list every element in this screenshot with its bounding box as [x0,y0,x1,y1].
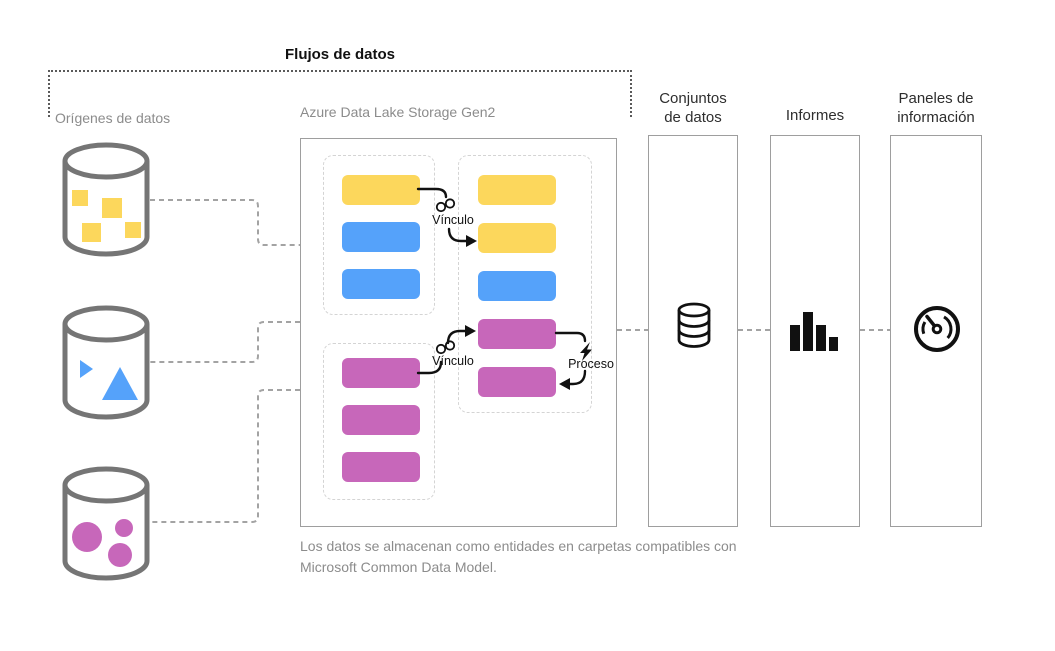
connector-yellow-source [150,199,300,246]
link-label-2: Vínculo [432,354,474,368]
reports-label: Informes [785,107,845,124]
connector-blue-source [150,321,300,363]
process-label: Proceso [568,357,614,371]
datasets-box [648,135,738,527]
yellow-square [72,190,88,206]
entity-pink [342,452,420,482]
connector-pink-source [150,389,300,523]
entity-yellow [478,175,556,205]
entity-blue [342,222,420,252]
dataflow-group-bottom-left [323,343,435,500]
dataflow-group-top-left [323,155,435,315]
entity-blue [342,269,420,299]
entity-pink [342,358,420,388]
yellow-square [82,223,101,242]
entity-yellow [342,175,420,205]
gauge-icon [914,306,960,352]
storage-label: Azure Data Lake Storage Gen2 [300,104,496,120]
dataflow-group-right [458,155,592,413]
blue-triangle [102,367,138,400]
dashboards-box [890,135,982,527]
dataflows-title: Flujos de datos [284,46,395,63]
source-cylinder-blue-triangles [62,305,150,420]
datasets-label: Conjuntos de datos [659,90,727,126]
source-cylinder-pink-circles [62,466,150,581]
link-label-1: Vínculo [432,213,474,227]
pink-circle [115,519,133,537]
bar-chart-icon [790,312,838,351]
source-cylinder-yellow-squares [62,142,150,257]
entity-pink [478,367,556,397]
dashboards-label: Paneles de información [897,90,975,126]
entity-pink [478,319,556,349]
reports-box [770,135,860,527]
database-icon [677,302,711,348]
sources-label: Orígenes de datos [55,110,171,126]
entity-yellow [478,223,556,253]
pink-circle [72,522,102,552]
entity-pink [342,405,420,435]
storage-caption: Los datos se almacenan como entidades en… [300,538,737,575]
dataflows-bracket [48,70,632,117]
yellow-square [125,222,141,238]
yellow-square [102,198,122,218]
blue-triangle [80,360,93,378]
pink-circle [108,543,132,567]
entity-blue [478,271,556,301]
